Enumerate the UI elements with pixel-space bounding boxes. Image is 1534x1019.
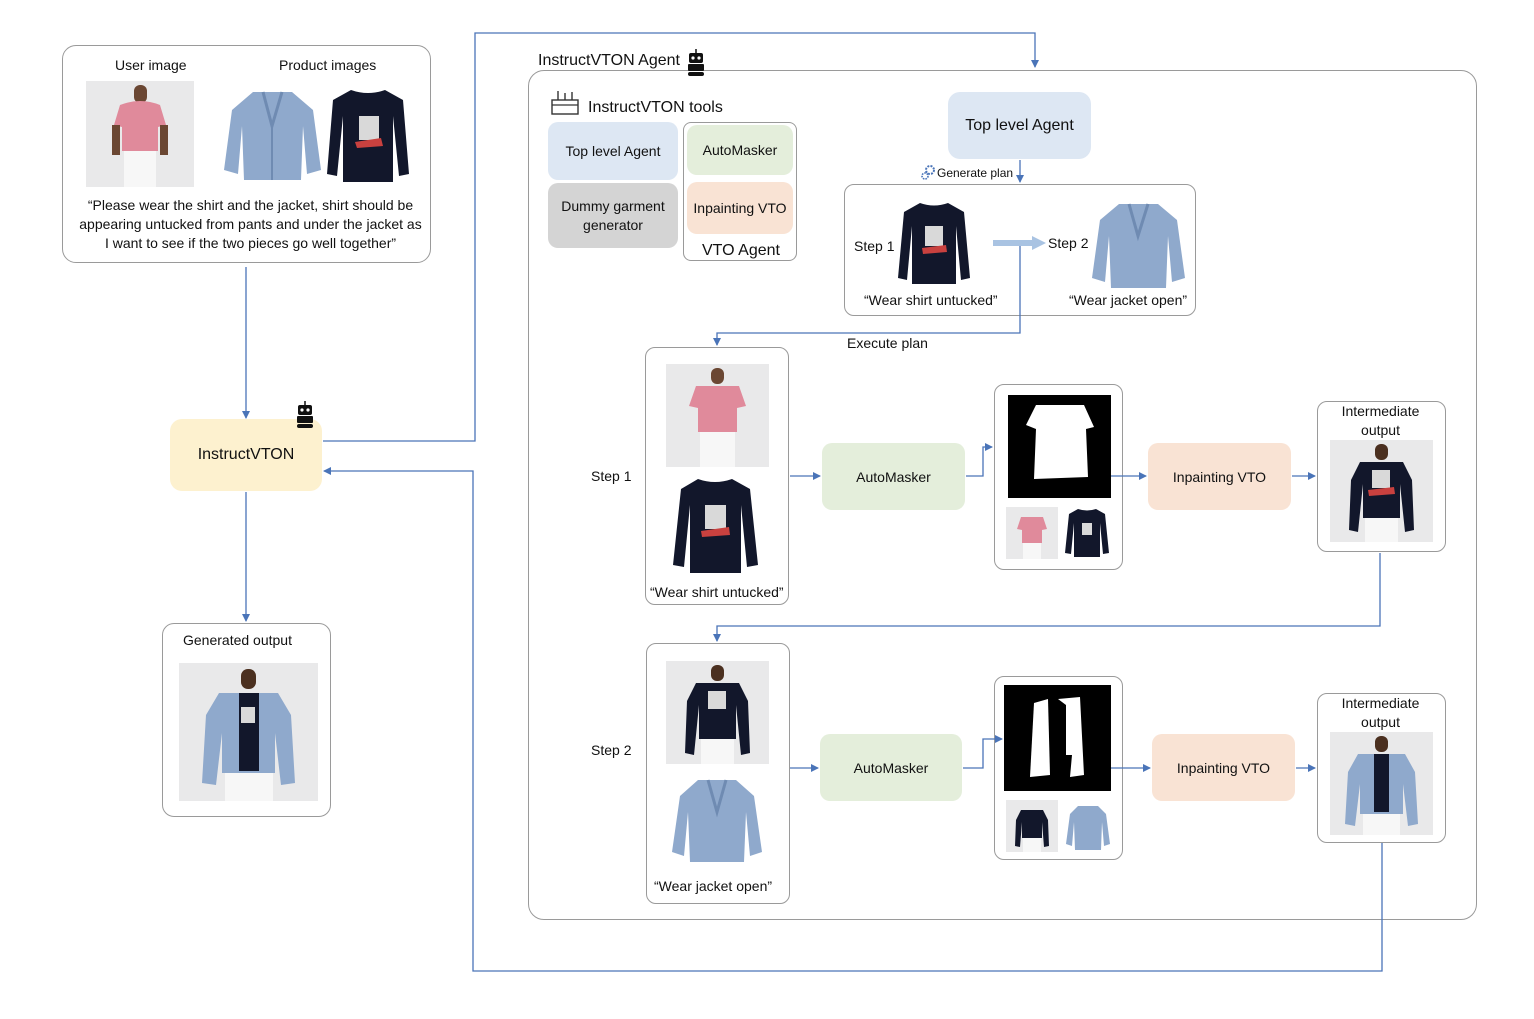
connector-arrows (0, 0, 1534, 1019)
